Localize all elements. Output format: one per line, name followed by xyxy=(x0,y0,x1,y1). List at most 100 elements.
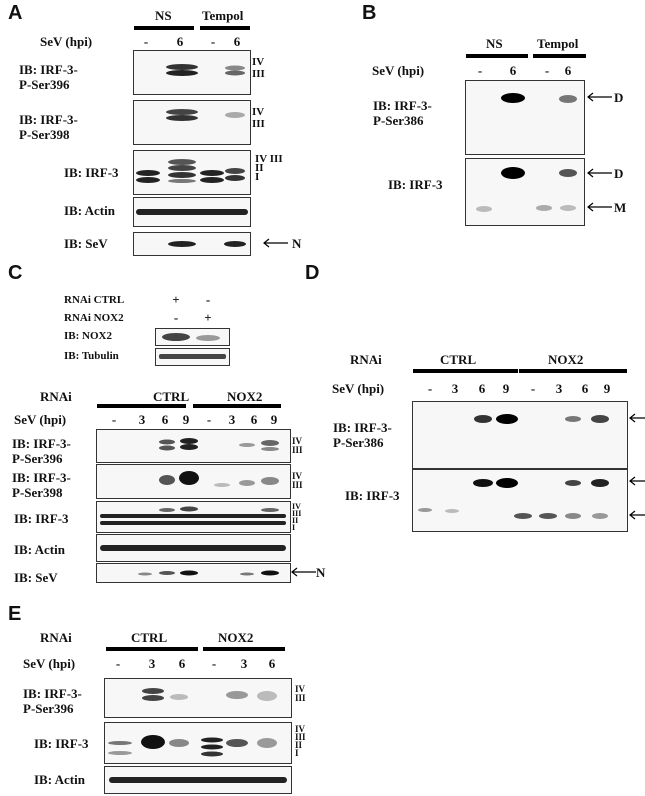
rnai-nox2-label: RNAi NOX2 xyxy=(64,312,124,324)
group-bar-ctrl xyxy=(413,369,518,373)
sev-value: 3 xyxy=(451,381,459,396)
sev-label: SeV (hpi) xyxy=(23,656,76,671)
blot-a-ser398 xyxy=(133,100,251,145)
sev-value: 9 xyxy=(270,412,278,427)
marker-m: M xyxy=(614,200,627,215)
sign: - xyxy=(173,310,179,325)
blot-c-irf3 xyxy=(96,501,291,533)
sign: - xyxy=(205,292,211,307)
group-label-nox2: NOX2 xyxy=(218,630,254,645)
blot-bands xyxy=(142,688,277,701)
blot-a-actin xyxy=(133,197,251,227)
sev-value: - xyxy=(143,34,149,49)
group-bar-nox2 xyxy=(193,404,281,408)
blot-bands xyxy=(100,506,286,525)
sev-value: - xyxy=(211,656,217,671)
sev-value: 6 xyxy=(178,656,186,671)
sev-value: 6 xyxy=(478,381,486,396)
row-label: IB: NOX2 xyxy=(64,330,112,342)
blot-e-actin xyxy=(104,766,292,794)
row-label: IB: Actin xyxy=(14,542,65,557)
marker-n: N xyxy=(292,236,302,251)
row-label: IB: SeV xyxy=(64,236,108,251)
arrow-icon xyxy=(587,202,612,212)
blot-c-tubulin xyxy=(155,348,230,366)
blot-bands xyxy=(166,64,245,76)
sev-value: 3 xyxy=(138,412,146,427)
sev-value: - xyxy=(544,63,550,78)
row-label: IB: IRF-3-P-Ser396 xyxy=(23,686,82,716)
blot-bands xyxy=(109,777,287,783)
row-label: IB: IRF-3 xyxy=(345,488,400,503)
group-bar-tempol xyxy=(200,26,250,30)
blot-bands xyxy=(136,209,248,215)
group-bar-ns xyxy=(466,54,528,58)
group-bar-nox2 xyxy=(519,369,627,373)
row-label: IB: IRF-3-P-Ser398 xyxy=(12,470,71,500)
group-bar-ctrl xyxy=(106,647,198,651)
sev-value: 6 xyxy=(268,656,276,671)
panel-letter-e: E xyxy=(8,603,22,625)
sev-label: SeV (hpi) xyxy=(372,63,425,78)
row-label: IB: Actin xyxy=(64,203,115,218)
blot-bands xyxy=(166,109,245,121)
blot-bands xyxy=(159,354,226,359)
sign: + xyxy=(172,292,180,307)
blot-b-ser386 xyxy=(465,80,585,155)
sev-value: - xyxy=(210,34,216,49)
group-label-tempol: Tempol xyxy=(537,36,579,51)
group-bar-nox2 xyxy=(203,647,285,651)
blot-a-ser396 xyxy=(133,50,251,95)
panel-letter-a: A xyxy=(8,2,23,24)
blot-a-irf3 xyxy=(133,150,251,195)
group-bar-tempol xyxy=(533,54,586,58)
blot-c-actin xyxy=(96,534,291,562)
row-label: IB: IRF-3-P-Ser396 xyxy=(19,62,78,92)
arrow-icon xyxy=(291,567,316,577)
blot-bands xyxy=(159,471,279,487)
row-label: IB: IRF-3-P-Ser398 xyxy=(19,112,78,142)
sev-value: 6 xyxy=(581,381,589,396)
group-label-ctrl: CTRL xyxy=(440,352,477,367)
group-label-ctrl: CTRL xyxy=(153,389,190,404)
sev-value: - xyxy=(530,381,536,396)
sev-value: 9 xyxy=(502,381,510,396)
sev-value: 3 xyxy=(555,381,563,396)
group-bar-ns xyxy=(134,26,194,30)
sev-label: SeV (hpi) xyxy=(332,381,385,396)
blot-c-ser398 xyxy=(96,464,291,499)
blot-bands xyxy=(476,167,577,212)
panel-letter-c: C xyxy=(8,262,23,284)
group-label-ns: NS xyxy=(486,36,503,51)
sign: + xyxy=(204,310,212,325)
sev-value: 6 xyxy=(250,412,258,427)
row-label: IB: Actin xyxy=(34,772,85,787)
marker-d: D xyxy=(614,166,624,181)
sev-value: 6 xyxy=(233,34,241,49)
sev-value: 6 xyxy=(176,34,184,49)
group-label-nox2: NOX2 xyxy=(227,389,263,404)
row-label: IB: IRF-3-P-Ser396 xyxy=(12,436,71,466)
row-label: IB: SeV xyxy=(14,570,58,585)
marker-n: N xyxy=(316,565,326,580)
row-label: IB: IRF-3 xyxy=(34,736,89,751)
panel-letter-d: D xyxy=(305,262,320,284)
arrow-icon xyxy=(629,510,645,520)
group-label-ctrl: CTRL xyxy=(131,630,168,645)
group-label-nox2: NOX2 xyxy=(548,352,584,367)
group-bar-ctrl xyxy=(97,404,186,408)
blot-b-irf3 xyxy=(465,158,585,226)
row-label: IB: IRF-3 xyxy=(14,511,69,526)
blot-d-irf3 xyxy=(412,469,628,532)
arrow-icon xyxy=(263,238,288,248)
blot-bands xyxy=(136,159,245,183)
blot-d-ser386 xyxy=(412,401,628,469)
sev-value: - xyxy=(427,381,433,396)
marker-d: D xyxy=(614,90,624,105)
